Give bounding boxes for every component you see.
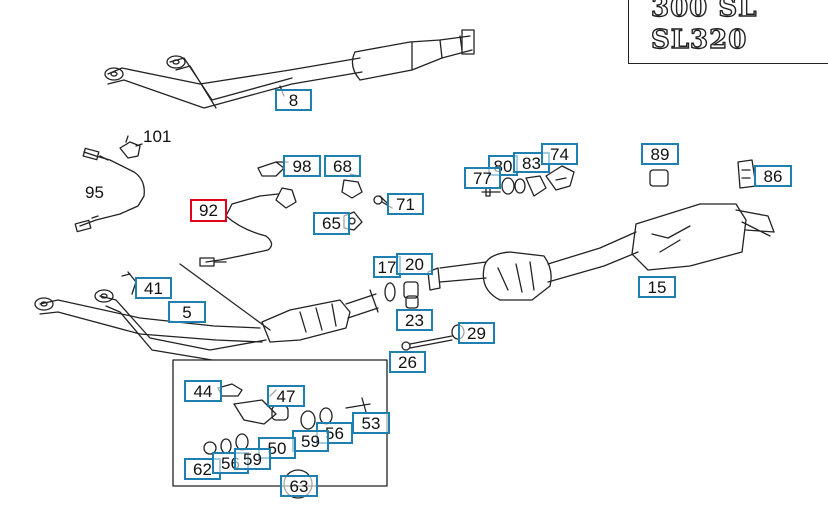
model-badge-panel: 300 SL SL320 bbox=[628, 0, 828, 64]
callout-63[interactable]: 63 bbox=[280, 475, 318, 497]
label-101: 101 bbox=[143, 127, 172, 146]
callout-62[interactable]: 62 bbox=[184, 458, 221, 480]
callout-77[interactable]: 77 bbox=[464, 167, 501, 189]
callout-5[interactable]: 5 bbox=[168, 301, 206, 323]
label-95: 95 bbox=[85, 183, 104, 202]
callout-44[interactable]: 44 bbox=[184, 380, 222, 402]
oxygen-sensor-95 bbox=[74, 147, 145, 233]
callout-74[interactable]: 74 bbox=[541, 143, 578, 165]
callout-89[interactable]: 89 bbox=[641, 143, 679, 165]
clamps-17-20-23 bbox=[384, 267, 441, 309]
front-pipe-lower bbox=[34, 263, 379, 361]
callout-92[interactable]: 92 bbox=[190, 199, 227, 222]
callout-68[interactable]: 68 bbox=[324, 155, 361, 177]
callout-29[interactable]: 29 bbox=[458, 322, 495, 344]
callout-71[interactable]: 71 bbox=[387, 193, 424, 215]
callout-26[interactable]: 26 bbox=[389, 351, 426, 373]
front-pipe-upper bbox=[104, 29, 475, 109]
callout-15[interactable]: 15 bbox=[638, 276, 676, 298]
bracket-68 bbox=[341, 173, 363, 199]
callout-41[interactable]: 41 bbox=[135, 277, 172, 299]
hanger-parts-77-74 bbox=[481, 165, 575, 197]
callout-83[interactable]: 83 bbox=[513, 152, 550, 173]
callout-86[interactable]: 86 bbox=[754, 165, 792, 187]
badge-300sl: 300 SL bbox=[650, 0, 758, 24]
callout-23[interactable]: 23 bbox=[396, 309, 433, 331]
callout-53[interactable]: 53 bbox=[352, 412, 390, 434]
callout-98[interactable]: 98 bbox=[283, 155, 321, 177]
callout-47[interactable]: 47 bbox=[267, 385, 305, 407]
badge-sl320: SL320 bbox=[650, 24, 748, 55]
oxygen-sensor-92 bbox=[199, 187, 297, 267]
callout-59-b[interactable]: 59 bbox=[234, 448, 271, 470]
callout-17[interactable]: 17 bbox=[373, 256, 401, 278]
rear-silencer bbox=[547, 203, 775, 283]
clip-101 bbox=[119, 135, 143, 159]
callout-20[interactable]: 20 bbox=[396, 253, 433, 275]
rubber-mount-89 bbox=[649, 169, 669, 187]
middle-silencer bbox=[439, 251, 552, 301]
callout-59[interactable]: 59 bbox=[292, 430, 329, 452]
callout-65[interactable]: 65 bbox=[313, 212, 350, 235]
callout-8[interactable]: 8 bbox=[275, 89, 312, 111]
